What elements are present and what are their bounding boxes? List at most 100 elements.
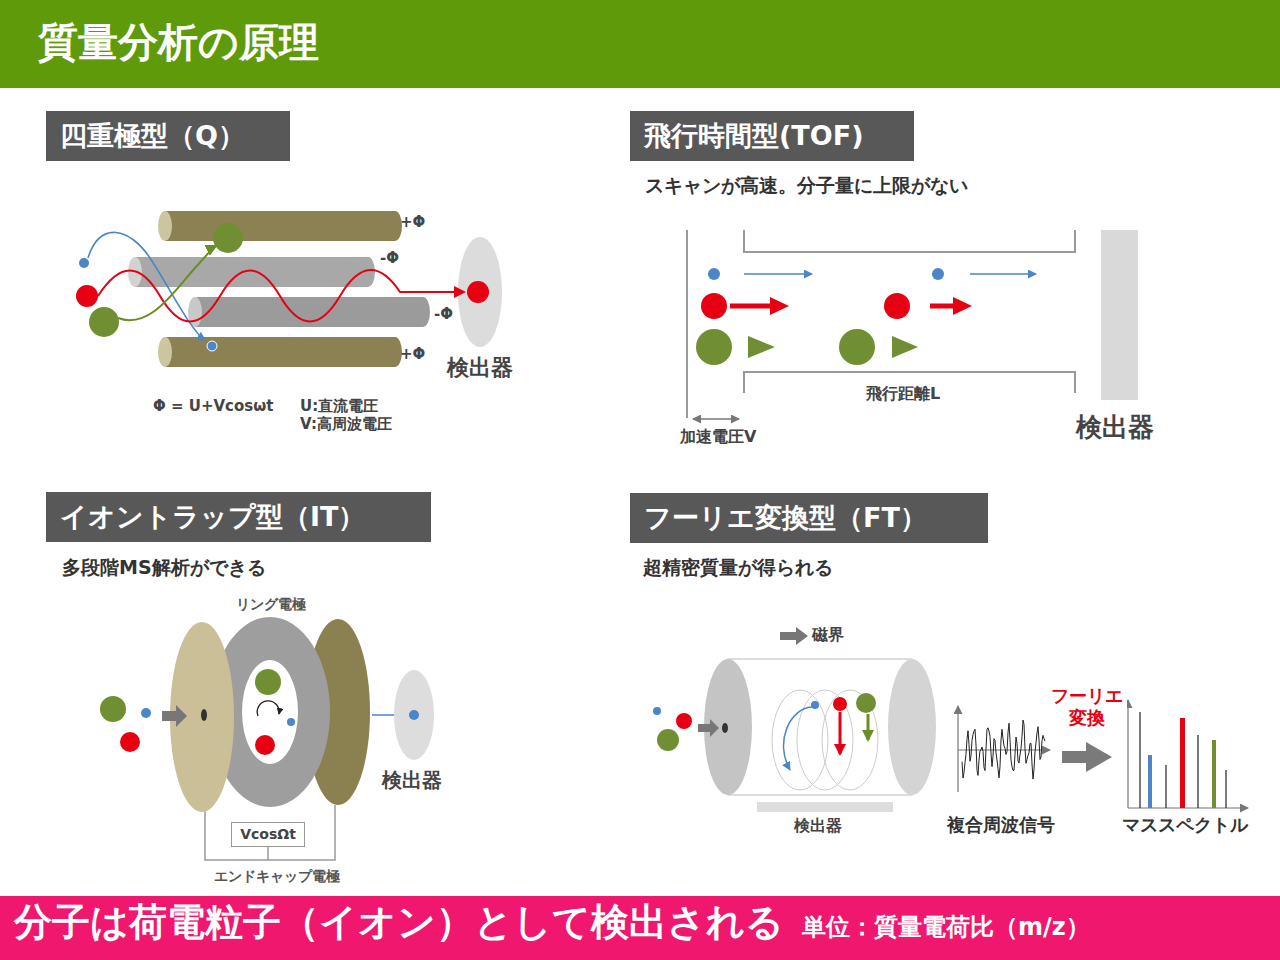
spectrum-graph-part <box>1128 807 1248 808</box>
ion-trap-figure <box>100 617 434 860</box>
quadrupole-figure-part <box>98 270 464 322</box>
electrode-label: エンドキャップ電極 <box>214 868 340 885</box>
quadrupole-figure-part <box>118 246 216 320</box>
edge-label: フーリエ 変換 <box>1047 685 1127 728</box>
quadrupole-figure-part <box>79 258 89 268</box>
tof-figure-part <box>932 268 944 280</box>
quadrupole-figure-part <box>388 211 402 241</box>
detector-label: 検出器 <box>382 768 442 792</box>
spectrum-graph-part <box>1197 735 1198 808</box>
quadrupole-figure-part <box>467 281 489 303</box>
unit-label: 単位：質量電荷比（m/z） <box>802 913 1090 942</box>
rod-voltage: +Φ <box>400 345 425 363</box>
caption-band-part <box>0 896 1280 960</box>
quadrupole-figure-part <box>416 297 430 327</box>
ft-figure-part <box>833 697 847 711</box>
tof-figure-part <box>1101 230 1138 400</box>
signal-plot: 複合周波信号 <box>940 698 1062 836</box>
tof-figure-part <box>970 273 1036 275</box>
ion-trap-figure-part <box>120 732 140 752</box>
section-header: フーリエ変換型（FT） <box>630 493 988 543</box>
ion-trap-figure-part <box>267 846 269 860</box>
rod-voltage: +Φ <box>400 213 425 231</box>
quadrupole-figure-part <box>213 223 243 253</box>
ft-figure-part <box>653 707 661 715</box>
ion-trap-figure-part <box>170 622 234 812</box>
signal-graph-part <box>962 720 1045 779</box>
ion-trap-figure-part <box>205 805 335 860</box>
ion-trap-figure-part <box>255 735 275 755</box>
slide-title: 質量分析の原理 <box>38 18 319 66</box>
ft-figure-part <box>722 723 728 733</box>
ion-trap-figure-part <box>201 709 207 721</box>
quadrupole-figure-part <box>388 337 402 367</box>
tof-figure-part <box>696 329 732 365</box>
quadrupole-figure-part <box>458 237 502 347</box>
ft-figure-part <box>822 690 878 790</box>
spectrum-graph-part <box>1139 712 1140 808</box>
quadrupole-figure-part <box>165 337 395 367</box>
quadrupole-figure-part <box>89 307 119 337</box>
node-text: 飛行時間型(TOF) <box>644 120 864 152</box>
node-text: 四重極型（Q） <box>60 120 245 152</box>
ft-figure-part <box>867 714 870 740</box>
ft-figure-part <box>757 802 893 812</box>
ft-figure-part <box>796 627 808 645</box>
tof-figure-part <box>892 336 918 358</box>
ion-trap-figure-part <box>394 670 434 760</box>
ft-figure-part <box>710 719 719 737</box>
tof-figure <box>687 230 1138 419</box>
detector-label: 検出器 <box>1076 412 1154 443</box>
ion-trap-figure-part <box>257 701 279 716</box>
tof-figure-part <box>693 418 739 420</box>
rod-voltage: -Φ <box>380 249 399 267</box>
section-note: 多段階MS解析ができる <box>62 556 266 579</box>
ion-trap-figure-part <box>176 705 187 727</box>
ft-figure-part <box>698 724 710 732</box>
section-note: スキャンが高速。分子量に上限がない <box>645 174 968 197</box>
flight-distance: 飛行距離L <box>866 384 940 403</box>
tof-figure-part <box>701 293 727 319</box>
ion-trap-figure-part <box>141 708 151 718</box>
quadrupole-figure-part <box>195 297 423 327</box>
detector-label: 検出器 <box>447 355 513 381</box>
field-label: 磁界 <box>812 625 844 644</box>
tof-figure-part <box>953 297 972 315</box>
tof-figure-part <box>730 304 772 309</box>
spectrum-graph-part <box>1127 700 1128 808</box>
tof-figure-part <box>770 297 789 315</box>
section-header: 四重極型（Q） <box>46 111 290 161</box>
tof-figure-part <box>686 230 688 418</box>
ft-figure-part <box>780 632 796 640</box>
section-note: 超精密質量が得られる <box>643 556 833 579</box>
tof-figure-part <box>884 293 910 319</box>
section-header: イオントラップ型（IT） <box>46 492 431 542</box>
quadrupole-figure-part <box>165 211 395 241</box>
node-text: イオントラップ型（IT） <box>60 501 365 533</box>
section-header: 飛行時間型(TOF) <box>630 111 914 161</box>
tof-figure-part <box>930 304 955 309</box>
spectrum-graph-part <box>1148 755 1152 808</box>
spectrum-graph-part <box>1165 765 1166 808</box>
caption-band <box>0 896 1280 960</box>
ion-trap-figure-part <box>162 711 176 721</box>
voltage-box: VcosΩt <box>231 822 305 847</box>
spectrum-graph-part <box>1225 770 1226 808</box>
ft-figure-part <box>676 713 692 729</box>
ion-trap-figure-part <box>100 696 126 722</box>
node-text: VcosΩt <box>240 826 296 843</box>
voltage-legend: V:高周波電圧 <box>300 415 392 433</box>
ft-figure-part <box>797 690 853 790</box>
ft-figure-part <box>839 712 842 754</box>
quadrupole-figure-part <box>207 341 217 351</box>
ion-trap-figure-part <box>255 669 281 695</box>
signal-graph-part <box>957 706 958 792</box>
ion-trap-figure-part <box>409 710 419 720</box>
quadrupole-figure-part <box>158 211 172 241</box>
tof-figure-part <box>744 230 1075 252</box>
tof-figure-part <box>748 336 775 358</box>
quadrupole-figure <box>76 211 502 367</box>
transform-arrow <box>1062 751 1086 763</box>
tof-figure-part <box>839 329 875 365</box>
formula: Φ = U+Vcosωt <box>153 397 273 415</box>
